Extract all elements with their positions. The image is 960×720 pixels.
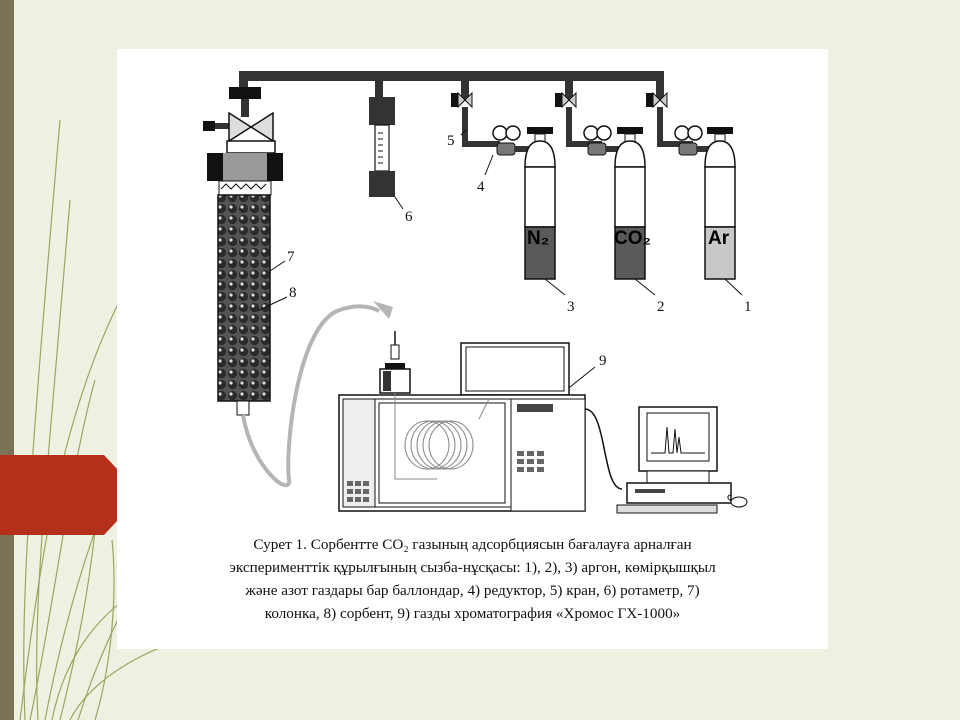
red-arrow-tab xyxy=(0,455,118,535)
label-3-n2-cylinder: 3 xyxy=(567,299,575,315)
label-9-chromatograph: 9 xyxy=(599,353,607,369)
figure-caption: Сурет 1. Сорбентте CO₂ газының адсорбция… xyxy=(137,533,808,625)
sample-flow-path xyxy=(241,304,380,488)
label-1-ar-cylinder: 1 xyxy=(744,299,752,315)
valve-co2-line xyxy=(555,91,602,147)
apparatus-diagram: N₂ CO₂ Ar xyxy=(203,71,752,514)
label-5-valve: 5 xyxy=(447,133,455,149)
caption-line-1: Сурет 1. Сорбентте CO₂ газының адсорбция… xyxy=(253,536,692,553)
leader-lines xyxy=(256,128,743,392)
label-2-co2-cylinder: 2 xyxy=(657,299,665,315)
column-top-valve xyxy=(203,87,283,196)
gas-label-ar: Ar xyxy=(708,228,730,249)
rotameter xyxy=(369,97,395,197)
left-accent-bar xyxy=(0,0,14,720)
column-outlet xyxy=(236,400,250,416)
label-4-regulator: 4 xyxy=(477,179,485,195)
gas-chromatograph xyxy=(338,342,586,512)
label-7-column: 7 xyxy=(287,249,295,265)
valve-ar-line xyxy=(646,91,693,147)
flow-arrow-head xyxy=(373,301,393,319)
computer xyxy=(616,406,748,514)
caption-line-4: колонка, 8) сорбент, 9) газды хроматогра… xyxy=(264,605,681,622)
data-cable xyxy=(584,408,623,490)
column-tube xyxy=(217,194,271,402)
label-6-rotameter: 6 xyxy=(405,209,413,225)
gas-label-n2: N₂ xyxy=(527,228,549,249)
figure-panel: N₂ CO₂ Ar xyxy=(117,49,828,649)
cylinder-ar xyxy=(704,127,736,280)
regulator-co2 xyxy=(583,125,628,156)
regulator-n2 xyxy=(492,125,537,156)
caption-line-3: және азот газдары бар баллондар, 4) реду… xyxy=(245,582,700,599)
cylinder-co2 xyxy=(614,127,646,280)
injector xyxy=(379,331,411,394)
gas-label-co2: CO₂ xyxy=(614,228,651,249)
label-8-sorbent: 8 xyxy=(289,285,297,301)
caption-line-2: эксперименттік құрылғының сызба-нұсқасы:… xyxy=(229,559,716,576)
valve-n2-line xyxy=(451,91,500,147)
gas-manifold xyxy=(239,71,664,101)
cylinder-n2 xyxy=(524,127,556,280)
